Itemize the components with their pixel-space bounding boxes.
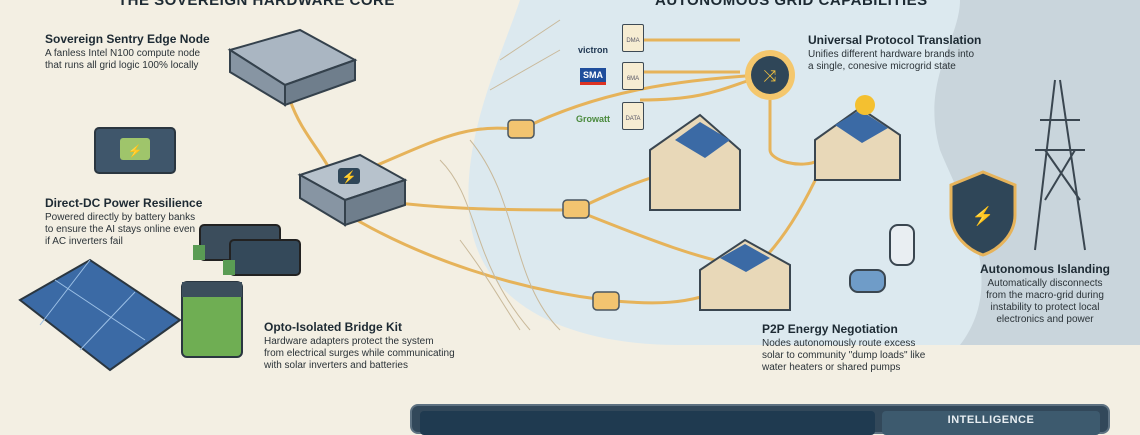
circuit-traces: [439, 19, 561, 331]
islanding-region-background: [934, 0, 1140, 345]
sun-icon: [855, 95, 875, 115]
transmission-tower-icon: [1034, 79, 1086, 251]
svg-text:⤨: ⤨: [764, 68, 777, 85]
svg-text:⚡: ⚡: [972, 205, 994, 227]
grid-capabilities-title: AUTONOMOUS GRID CAPABILITIES: [655, 0, 928, 9]
bridge-kit-heading: Opto-Isolated Bridge Kit: [264, 320, 402, 334]
victron-logo: victron: [578, 45, 609, 55]
growatt-logo: Growatt: [576, 114, 611, 124]
hardware-core-title: THE SOVEREIGN HARDWARE CORE: [118, 0, 395, 9]
data-document-icon: 6MA: [622, 62, 644, 90]
intelligence-label: INTELLIGENCE: [882, 411, 1100, 435]
shield-icon: ⚡: [949, 170, 1017, 257]
pump-icon: [849, 269, 886, 293]
battery-bank: ⚡: [94, 127, 176, 174]
data-document-icon: DATA: [622, 102, 644, 130]
solar-panel: [18, 258, 182, 372]
footer-panel: INTELLIGENCE: [410, 404, 1110, 435]
green-battery: [181, 281, 243, 358]
network-nodes: [507, 119, 620, 311]
houses: [649, 106, 901, 311]
data-document-icon: DMA: [622, 24, 644, 52]
dc-power-heading: Direct-DC Power Resilience: [45, 196, 203, 210]
p2p-heading: P2P Energy Negotiation: [762, 322, 898, 336]
footer-left-panel: [420, 411, 875, 435]
protocol-hub: ⤨: [745, 50, 795, 100]
edge-node-device: [227, 28, 358, 107]
protocol-heading: Universal Protocol Translation: [808, 33, 982, 47]
islanding-heading: Autonomous Islanding: [980, 262, 1110, 276]
water-heater-icon: [889, 224, 915, 266]
bridge-kit: [193, 224, 301, 276]
svg-text:⚡: ⚡: [128, 144, 143, 158]
svg-text:⚡: ⚡: [342, 170, 357, 184]
edge-node-heading: Sovereign Sentry Edge Node: [45, 32, 210, 46]
hub-device: ⚡: [297, 153, 408, 227]
sma-logo: SMA: [580, 68, 606, 85]
